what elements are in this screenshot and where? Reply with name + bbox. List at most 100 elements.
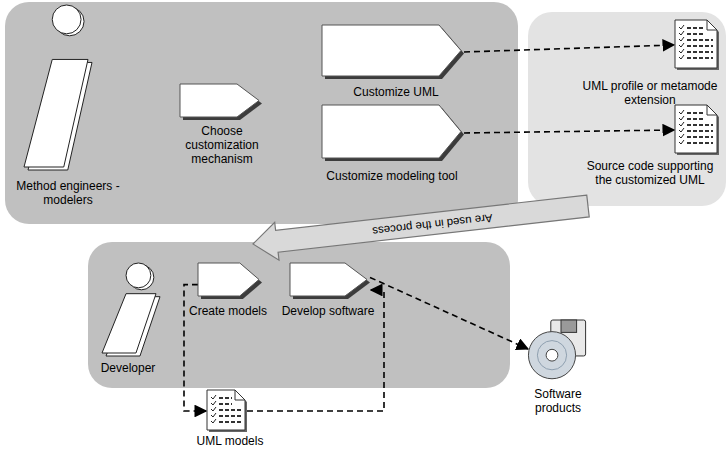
process-outline	[290, 263, 367, 296]
document-line	[219, 421, 241, 423]
document-check	[211, 395, 216, 399]
product-icon: Software products	[528, 318, 588, 380]
label-holder: UML models	[185, 435, 275, 449]
document-line	[687, 27, 704, 29]
document-fold	[235, 390, 245, 400]
label-holder: Software products	[516, 388, 600, 416]
document-line	[219, 397, 232, 399]
document-fold	[707, 20, 717, 30]
document-check	[211, 413, 216, 417]
actor-figure: Method engineers - modelers	[22, 4, 94, 172]
label-holder: Choose customization mechanism	[176, 125, 268, 166]
document-line	[687, 39, 713, 41]
document-check	[679, 37, 684, 41]
document-check	[679, 43, 684, 47]
label-holder: Develop software	[276, 305, 380, 319]
document-check	[211, 401, 216, 405]
node-label: Software products	[516, 388, 600, 416]
process-outline	[322, 25, 461, 76]
document-line	[687, 112, 704, 114]
document-line	[687, 45, 713, 47]
document-artifact: UML profile or metamode extension	[675, 20, 719, 70]
actor-head	[126, 263, 151, 288]
product-icon-shape	[528, 318, 588, 380]
document-page	[207, 390, 245, 430]
document-page	[675, 105, 717, 153]
process-step: Choose customization mechanism	[180, 84, 262, 120]
process-outline	[198, 263, 259, 296]
document-fold	[707, 105, 717, 115]
dashed-flow-arrow	[247, 290, 384, 411]
process-step: Create models	[198, 263, 262, 299]
document-line	[687, 57, 713, 59]
document-check	[679, 49, 684, 53]
document-line	[687, 142, 713, 144]
document-check	[679, 116, 684, 120]
document-artifact-shape	[675, 105, 719, 155]
document-line	[219, 403, 232, 405]
actor-figure: Developer	[100, 262, 162, 358]
node-label: Customize modeling tool	[326, 170, 457, 184]
process-step: Develop software	[290, 263, 370, 299]
cd-disc	[528, 332, 575, 379]
node-label: Developer	[101, 362, 156, 376]
label-holder: Create models	[183, 305, 273, 319]
document-line	[687, 124, 713, 126]
process-step-shape	[290, 263, 370, 299]
swimlane-panel: UML profile or metamode extensionSource …	[528, 12, 726, 206]
cd-hole	[546, 349, 558, 361]
cd-ring	[537, 341, 566, 370]
actor-body	[24, 59, 88, 167]
actor-figure-shape	[22, 4, 94, 172]
process-outline	[322, 105, 461, 158]
dashed-flow-arrow	[184, 285, 206, 411]
node-label: Create models	[189, 305, 267, 319]
document-line	[687, 33, 704, 35]
process-outline	[180, 84, 259, 117]
document-artifact-shape	[207, 390, 247, 432]
label-holder: Customize modeling tool	[312, 170, 472, 184]
swimlane-panel: Method engineers - modelersChoose custom…	[5, 2, 518, 224]
actor-figure-shape	[100, 262, 162, 358]
process-step-shape	[322, 25, 464, 79]
dashed-flow-arrow	[464, 45, 674, 52]
document-check	[679, 110, 684, 114]
actor-body	[102, 294, 156, 353]
document-check	[679, 122, 684, 126]
document-page	[675, 20, 717, 68]
swimlane-panel: DeveloperCreate modelsDevelop software	[88, 242, 510, 388]
node-label: UML profile or metamode extension	[582, 80, 718, 108]
label-holder: Method engineers - modelers	[10, 180, 126, 208]
document-check	[679, 55, 684, 59]
floppy-shutter	[561, 320, 577, 332]
document-artifact-shape	[675, 20, 719, 70]
label-holder: Source code supporting the customized UM…	[582, 160, 718, 188]
process-step: Customize modeling tool	[322, 105, 464, 161]
document-line	[687, 136, 713, 138]
node-label: Choose customization mechanism	[176, 125, 268, 166]
document-check	[211, 407, 216, 411]
label-holder: UML profile or metamode extension	[582, 80, 718, 108]
document-line	[687, 130, 713, 132]
label-holder: Developer	[88, 362, 168, 376]
process-step-shape	[322, 105, 464, 161]
node-label: Method engineers - modelers	[10, 180, 126, 208]
document-check	[679, 31, 684, 35]
dashed-flow-arrow	[464, 130, 674, 133]
document-check	[679, 134, 684, 138]
node-label: Customize UML	[353, 86, 438, 100]
block-arrow	[253, 195, 589, 260]
process-step-shape	[180, 84, 262, 120]
node-label: UML models	[197, 435, 264, 449]
actor-head	[52, 5, 81, 34]
node-label: Develop software	[282, 305, 375, 319]
document-artifact: Source code supporting the customized UM…	[675, 105, 719, 155]
document-check	[679, 128, 684, 132]
label-holder: Customize UML	[321, 86, 471, 100]
document-line	[219, 415, 241, 417]
document-line	[687, 118, 704, 120]
document-line	[687, 51, 713, 53]
node-label: Source code supporting the customized UM…	[582, 160, 718, 188]
dashed-flow-arrow	[370, 277, 528, 349]
